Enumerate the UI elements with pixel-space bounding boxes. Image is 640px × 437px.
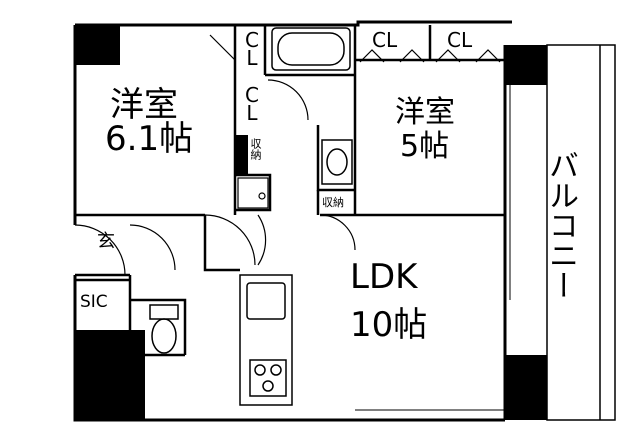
washbasin	[321, 139, 353, 185]
shuno-2: 収納	[322, 196, 344, 209]
cl-right-b: CL	[447, 28, 473, 52]
doors	[74, 34, 511, 411]
western-room-2-size: 5帖	[400, 129, 450, 164]
cl-left-top: CL	[245, 28, 259, 70]
entrance-name: 玄	[97, 231, 115, 252]
interior-walls	[75, 25, 505, 420]
cl-left-bottom: CL	[245, 83, 259, 125]
western-room-1-size: 6.1帖	[105, 119, 194, 159]
bathtub	[271, 27, 351, 71]
sic-name: SIC	[80, 292, 108, 312]
ldk-name: LDK	[350, 257, 418, 297]
balcony-name: バルコニー	[543, 150, 578, 300]
wall-blocks	[75, 25, 547, 420]
shuno-1: 収納	[249, 138, 262, 160]
balcony-outline	[546, 44, 616, 421]
toilet	[149, 304, 179, 354]
ldk-size: 10帖	[350, 305, 428, 345]
kitchen-counter	[239, 274, 293, 406]
western-room-1-name: 洋室	[110, 85, 178, 125]
cl-right-a: CL	[372, 28, 398, 52]
washer-pan	[237, 177, 269, 209]
western-room-2-name: 洋室	[395, 95, 455, 130]
